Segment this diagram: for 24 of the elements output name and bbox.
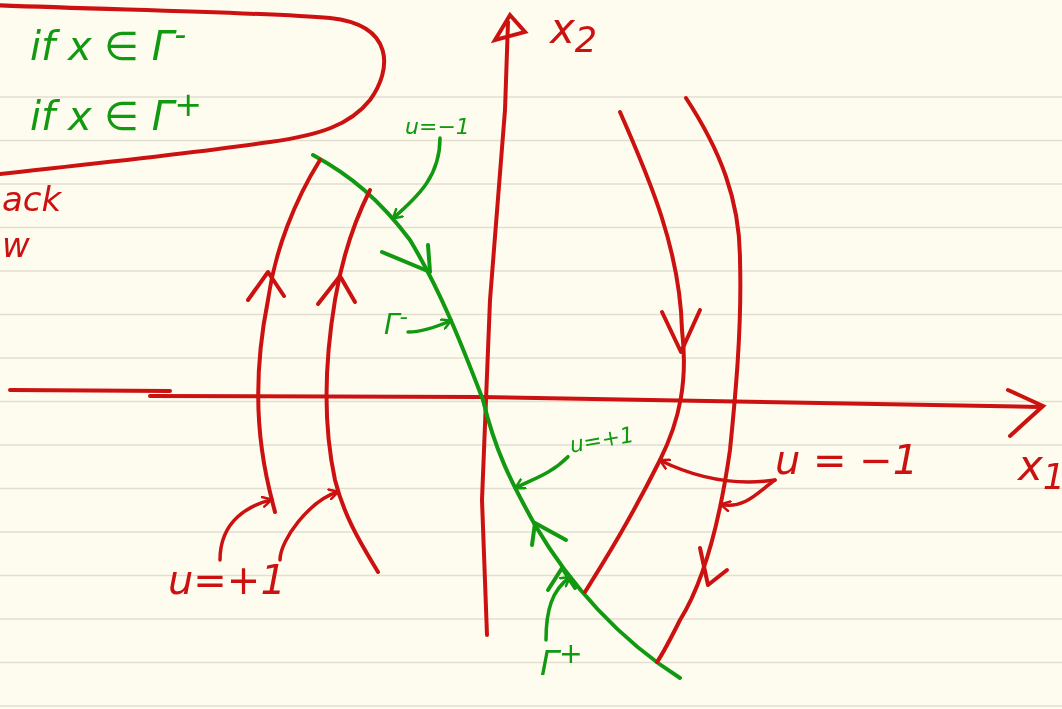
leader-arrow [218,496,274,562]
handwritten-label: Γ$^{+}$ [540,640,583,681]
handwritten-label: u=−1 [405,116,470,138]
trajectory-curve [316,188,380,574]
cut-off-text: w [2,228,30,262]
axis-label: x$_{2}$ [550,8,598,59]
condition-text: if x ∈ Γ$^{+}$ [30,88,203,137]
switching-curve [481,398,682,680]
handwritten-label: u = −1 [775,440,919,480]
leader-arrow [406,318,453,334]
handwritten-label: Γ$^{-}$ [384,305,409,340]
leader-arrow [544,575,572,642]
axis-label: x$_{1}$ [1018,445,1062,496]
leader-arrow [513,454,570,490]
handwritten-label: u=+1 [568,423,636,457]
trajectory-curve [655,96,743,664]
cut-off-text: ack [2,182,62,216]
condition-text: if x ∈ Γ$^{-}$ [30,18,187,67]
leader-arrow [390,136,442,221]
trajectory-curve [246,158,322,514]
switching-curve [311,153,485,402]
leader-arrow [658,458,777,484]
leader-arrow [278,489,341,562]
handwritten-label: u=+1 [168,560,286,600]
